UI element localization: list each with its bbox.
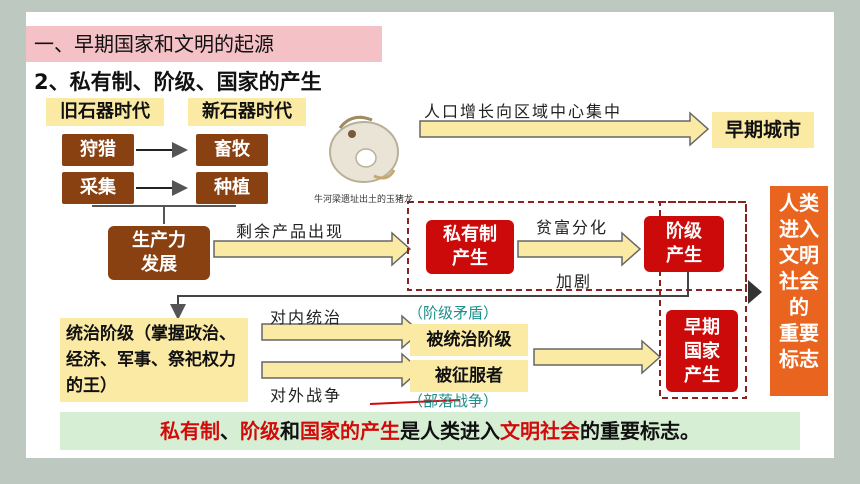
marker-pointer bbox=[748, 280, 762, 304]
civilization-marker-box: 人类 进入 文明 社会 的 重要 标志 bbox=[770, 186, 828, 396]
neolithic-title: 新石器时代 bbox=[188, 98, 306, 126]
early-city-box: 早期城市 bbox=[712, 112, 814, 148]
conclusion-sep2: 和 bbox=[280, 419, 300, 443]
external-war-label: 对外战争 bbox=[270, 386, 343, 405]
conclusion-civilization: 文明社会 bbox=[500, 419, 580, 443]
intensify-label: 加剧 bbox=[556, 272, 593, 291]
conclusion-banner: 私有制、阶级和国家的产生是人类进入文明社会的重要标志。 bbox=[60, 412, 800, 450]
tribal-war-label: （部落战争） bbox=[408, 392, 499, 410]
population-arrow bbox=[419, 111, 710, 147]
subtitle: 2、私有制、阶级、国家的产生 bbox=[34, 70, 322, 94]
conclusion-state: 国家的产生 bbox=[300, 419, 400, 443]
conclusion-sep3: 是人类进入 bbox=[400, 419, 500, 443]
paleolithic-title: 旧石器时代 bbox=[46, 98, 164, 126]
herding-box: 畜牧 bbox=[196, 134, 268, 166]
conquered-box: 被征服者 bbox=[410, 360, 528, 392]
red-annotation-stroke bbox=[369, 399, 461, 405]
wealth-label: 贫富分化 bbox=[536, 218, 609, 237]
conclusion-sep1: 、 bbox=[220, 419, 240, 443]
jade-pig-dragon-artifact bbox=[329, 115, 399, 183]
artifact-caption: 牛河梁遗址出土的玉猪龙 bbox=[314, 195, 414, 205]
early-state-box: 早期 国家 产生 bbox=[666, 310, 738, 392]
surplus-arrow bbox=[213, 231, 412, 267]
private-property-box: 私有制 产生 bbox=[426, 220, 514, 274]
conclusion-class: 阶级 bbox=[240, 419, 280, 443]
gathering-box: 采集 bbox=[62, 172, 134, 204]
surplus-label: 剩余产品出现 bbox=[236, 222, 345, 241]
planting-box: 种植 bbox=[196, 172, 268, 204]
class-conflict-label: （阶级矛盾） bbox=[408, 304, 499, 322]
class-to-ruling-connector bbox=[170, 272, 689, 320]
ruling-class-box: 统治阶级（掌握政治、经济、军事、祭祀权力的王） bbox=[60, 318, 248, 402]
wealth-arrow bbox=[517, 231, 642, 267]
to-state-arrow bbox=[533, 339, 662, 375]
section-title: 一、早期国家和文明的起源 bbox=[26, 26, 382, 62]
productivity-box: 生产力 发展 bbox=[108, 226, 210, 280]
conclusion-private-property: 私有制 bbox=[160, 419, 220, 443]
ruled-class-box: 被统治阶级 bbox=[410, 324, 528, 356]
internal-rule-label: 对内统治 bbox=[270, 308, 343, 327]
conclusion-sep4: 的重要标志。 bbox=[580, 419, 700, 443]
dashed-frame-right bbox=[659, 201, 747, 399]
population-label: 人口增长向区域中心集中 bbox=[424, 102, 623, 121]
hunting-box: 狩猎 bbox=[62, 134, 134, 166]
class-emerge-box: 阶级 产生 bbox=[644, 216, 724, 272]
